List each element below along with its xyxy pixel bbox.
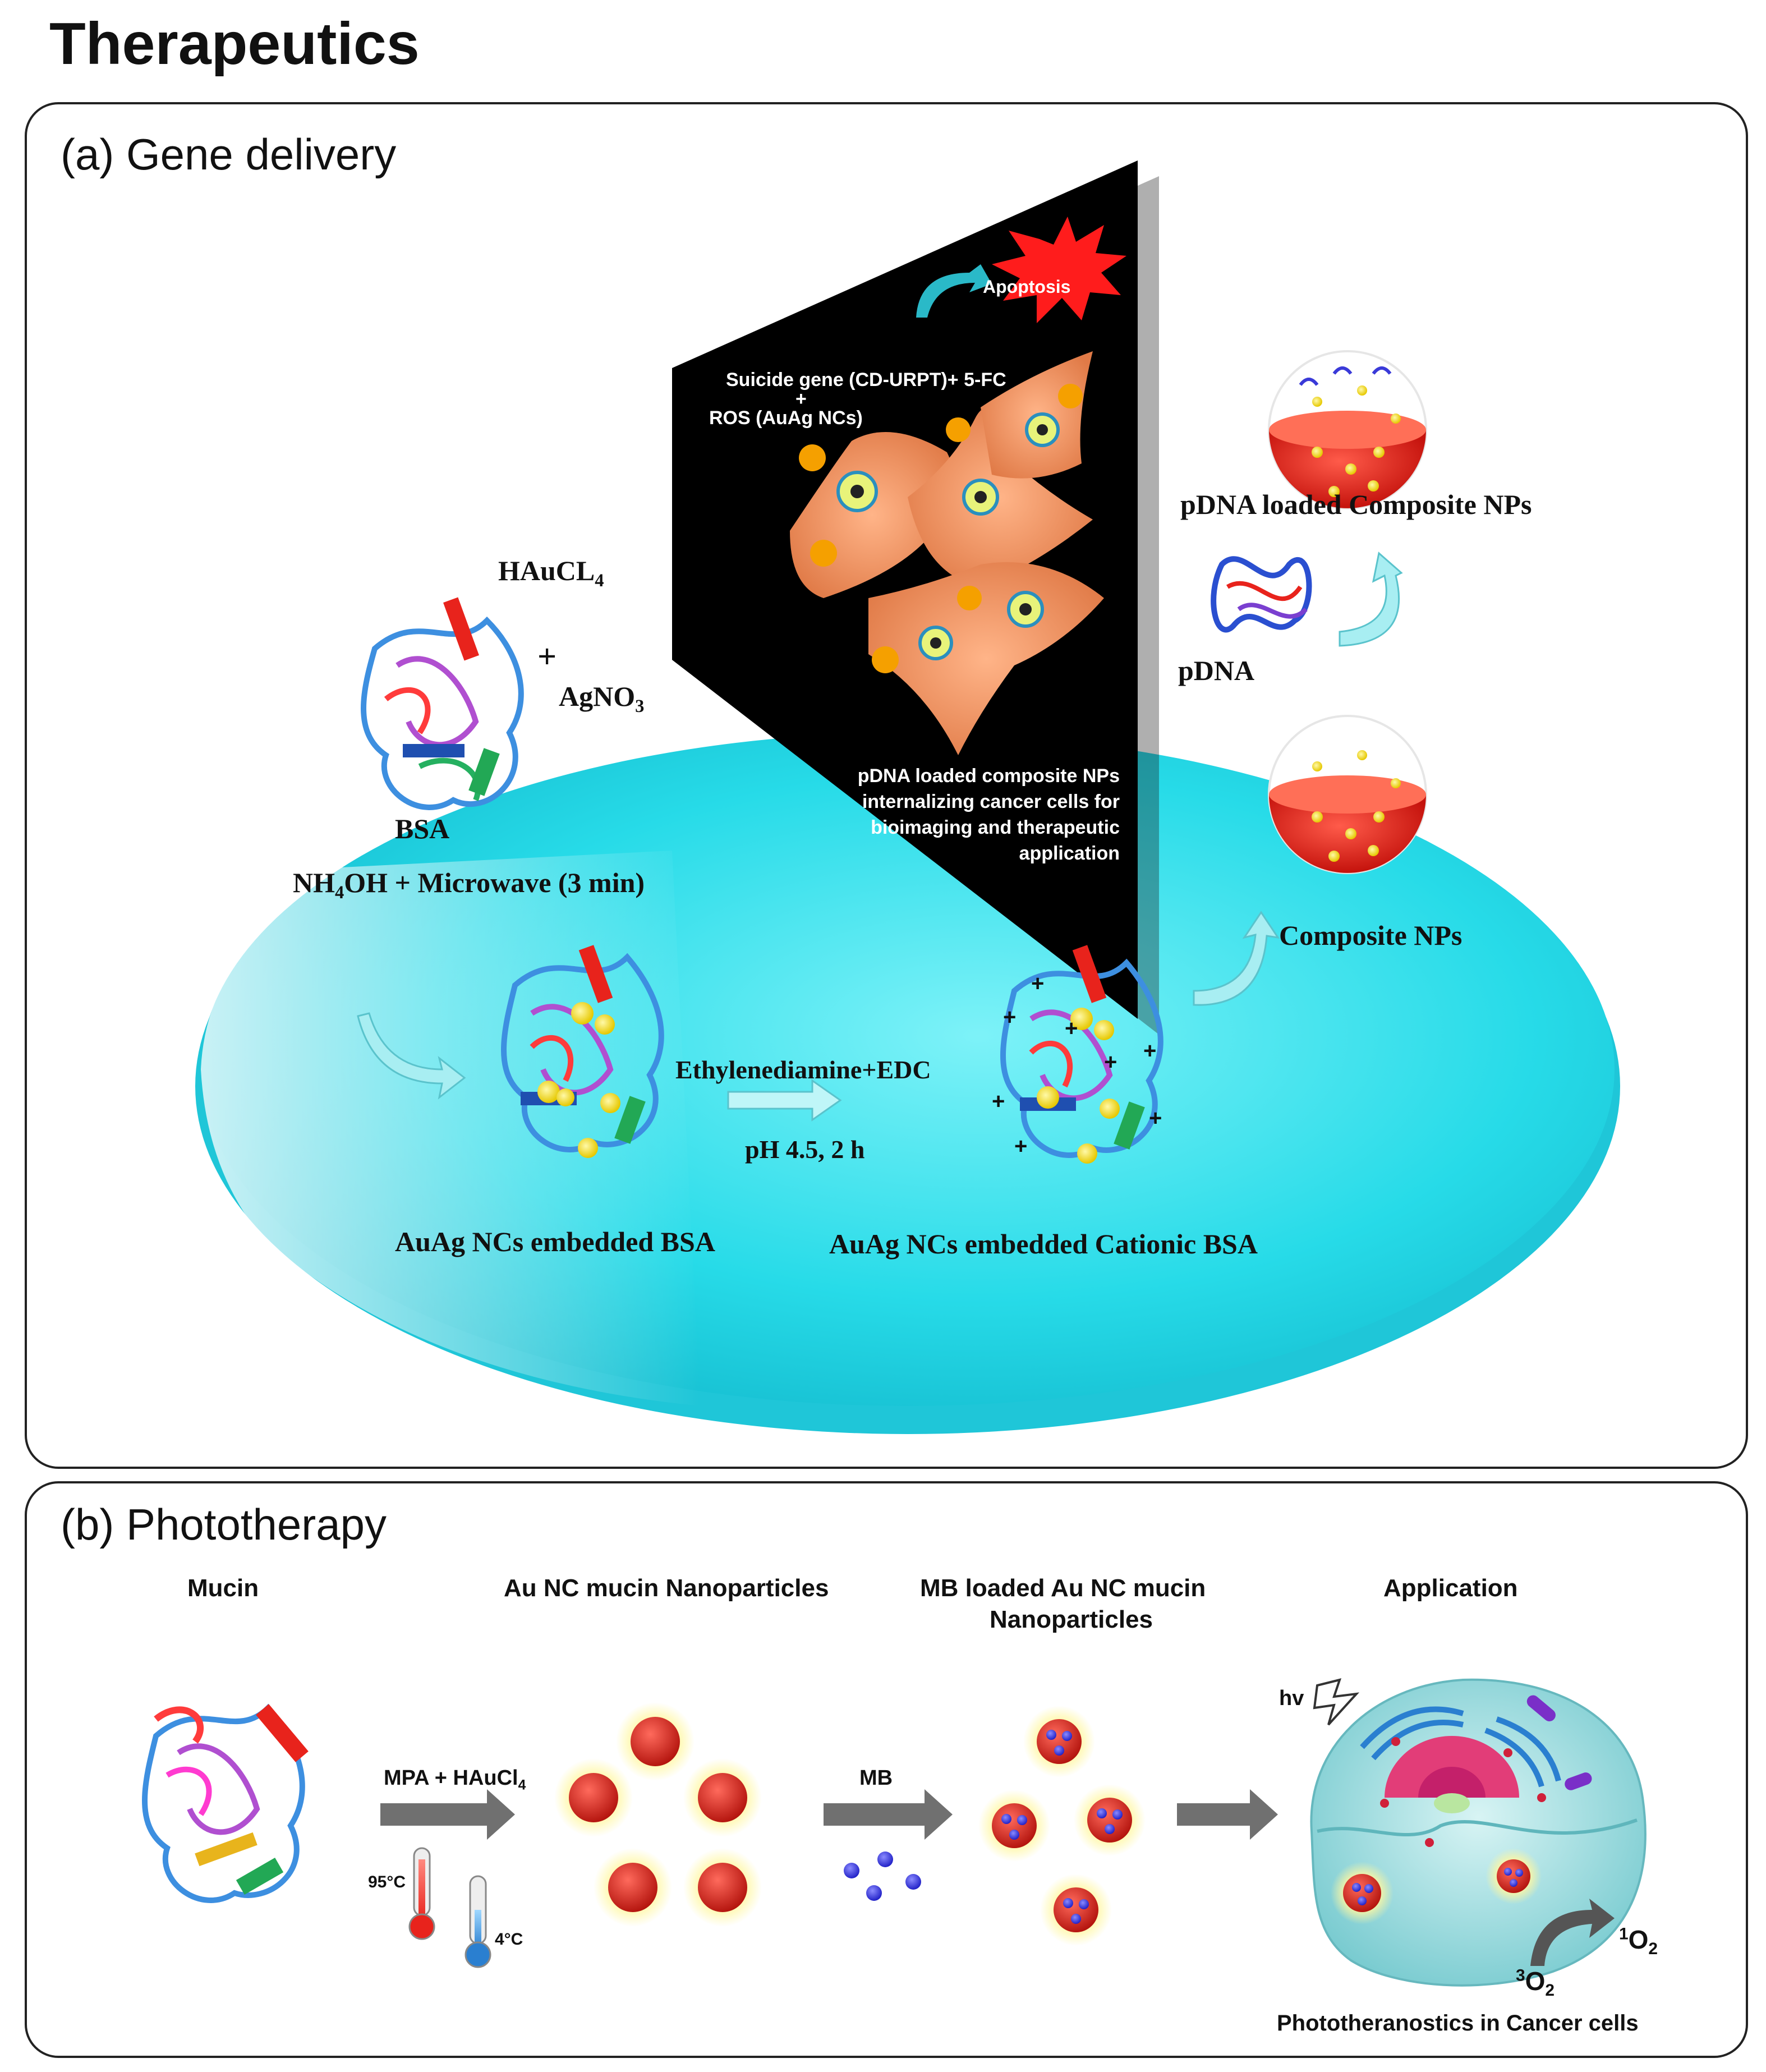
screen-caption-line-1: pDNA loaded composite NPs: [857, 765, 1120, 787]
cancer-cell: [1310, 1678, 1647, 1987]
apoptosis-burst: [992, 217, 1126, 323]
ros-label: ROS (AuAg NCs): [709, 407, 863, 429]
page-title: Therapeutics: [49, 11, 420, 77]
ph-condition-label: pH 4.5, 2 h: [745, 1135, 865, 1164]
application-label: Application: [1383, 1574, 1518, 1602]
panel-a-label: (a) Gene delivery: [61, 130, 397, 179]
curved-arrow-icon: [916, 264, 992, 318]
svg-text:+: +: [1149, 1106, 1162, 1131]
temp-cold-label: 4°C: [495, 1930, 523, 1949]
bsa-protein: [361, 597, 524, 810]
gene-delivery-illustration: + + + + + + + +: [195, 160, 1620, 1434]
curved-arrow-icon: [1193, 911, 1280, 1006]
mucin-protein: [142, 1703, 309, 1903]
screen-caption-line-4: application: [1019, 843, 1120, 864]
svg-text:+: +: [992, 1089, 1005, 1114]
panel-gene-delivery: (a) Gene delivery: [25, 102, 1748, 1469]
agno3-label: AgNO3: [559, 681, 645, 716]
composite-np: [1268, 715, 1427, 874]
mb-loaded-label-line-2: Nanoparticles: [990, 1606, 1153, 1633]
temp-hot-label: 95°C: [368, 1873, 406, 1891]
au-nc-np-label: Au NC mucin Nanoparticles: [504, 1574, 829, 1602]
phototherapy-illustration: [142, 1678, 1647, 1987]
cationic-bsa-label: AuAg NCs embedded Cationic BSA: [829, 1228, 1258, 1260]
svg-text:+: +: [1143, 1039, 1156, 1063]
ethylenediamine-label: Ethylenediamine+EDC: [675, 1055, 931, 1084]
mb-molecules: [844, 1852, 921, 1901]
panel-phototherapy: (b) Phototherapy: [25, 1481, 1748, 2058]
svg-text:+: +: [1031, 971, 1044, 996]
svg-text:+: +: [1003, 1005, 1016, 1030]
haucl4-label: HAuCL4: [498, 555, 604, 591]
reaction-arrow-icon: [380, 1789, 515, 1840]
pdna-strand: [1211, 556, 1312, 633]
screen-caption-line-3: bioimaging and therapeutic: [871, 817, 1120, 838]
mb-loaded-nanoparticles: [978, 1706, 1146, 1946]
mb-loaded-label-line-1: MB loaded Au NC mucin: [920, 1574, 1206, 1602]
cyan-disc: [195, 733, 1620, 1434]
pdna-label: pDNA: [1178, 655, 1255, 686]
cationic-bsa-protein: + + + + + + + +: [992, 945, 1163, 1164]
suicide-gene-label: Suicide gene (CD-URPT)+ 5-FC: [726, 369, 1006, 390]
cancer-cells: [790, 351, 1104, 755]
curved-arrow-icon: [1339, 552, 1403, 647]
mucin-label: Mucin: [187, 1574, 259, 1602]
auag-bsa-protein: [501, 945, 664, 1158]
mpa-haucl4-label: MPA + HAuCl4: [384, 1766, 526, 1793]
plus-sign: +: [537, 638, 557, 675]
curved-arrow-icon: [357, 1012, 466, 1100]
svg-text:+: +: [1014, 1134, 1027, 1159]
reaction-arrow-icon: [727, 1079, 842, 1122]
au-nc-nanoparticles: [554, 1702, 762, 1927]
svg-text:+: +: [1104, 1050, 1117, 1074]
microwave-step-label: NH4OH + Microwave (3 min): [293, 867, 645, 903]
singlet-oxygen-label: 1O2: [1619, 1924, 1658, 1959]
light-bolt-icon: [1313, 1678, 1360, 1726]
thermometer-cold-icon: [465, 1875, 491, 1968]
cancer-cell-screen: [672, 160, 1159, 1035]
composite-np-label: Composite NPs: [1279, 920, 1463, 951]
pdna-loaded-composite-np: [1268, 350, 1427, 509]
phototheranostics-caption: Phototheranostics in Cancer cells: [1277, 2011, 1639, 2036]
thermometer-hot-icon: [408, 1847, 435, 1940]
triplet-oxygen-label: 3O2: [1516, 1966, 1555, 2000]
bsa-label: BSA: [395, 813, 450, 844]
panel-b-label: (b) Phototherapy: [61, 1500, 387, 1549]
apoptosis-label: Apoptosis: [983, 277, 1071, 297]
oxygen-conversion-arrow-icon: [1530, 1899, 1615, 1966]
pdna-loaded-np-label: pDNA loaded Composite NPs: [1180, 489, 1532, 520]
screen-plus-sign: +: [795, 388, 807, 410]
mb-label: MB: [859, 1766, 893, 1790]
svg-text:+: +: [1065, 1016, 1078, 1041]
screen-caption-line-2: internalizing cancer cells for: [862, 791, 1120, 812]
hv-label: hv: [1279, 1687, 1304, 1710]
reaction-arrow-icon: [824, 1789, 953, 1840]
auag-bsa-label: AuAg NCs embedded BSA: [395, 1226, 715, 1257]
reaction-arrow-icon: [1177, 1789, 1278, 1840]
